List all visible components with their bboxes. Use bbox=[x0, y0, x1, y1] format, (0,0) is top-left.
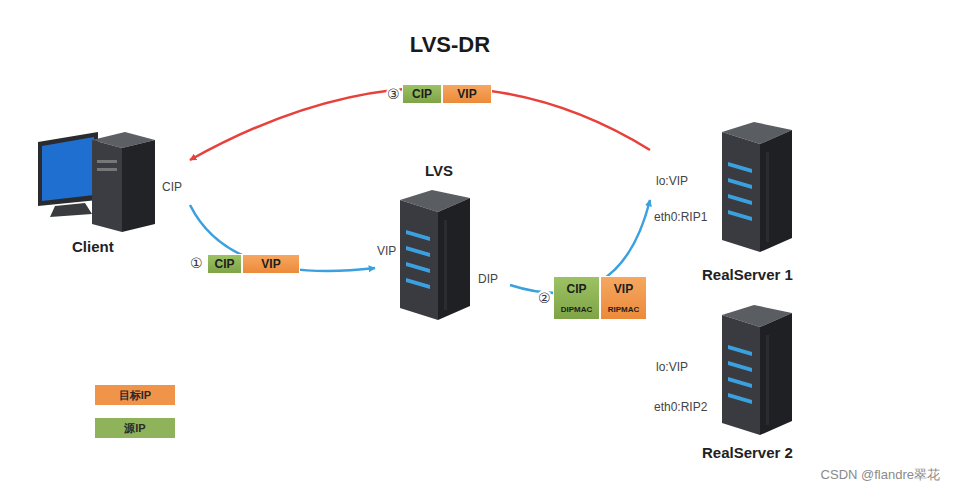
ip-text: VIP bbox=[261, 257, 280, 271]
real-server bbox=[722, 305, 792, 435]
host-name: RealServer 2 bbox=[702, 444, 793, 461]
diagram-title: LVS-DR bbox=[410, 32, 490, 58]
real-server-node: lo:VIP eth0:RIP1RealServer 1 bbox=[650, 118, 825, 290]
source-ip-cell: CIP DIPMAC bbox=[553, 276, 600, 320]
host-name: RealServer 1 bbox=[702, 266, 793, 283]
legend-text: 源IP bbox=[124, 421, 145, 436]
callout-number: ③ bbox=[386, 86, 401, 102]
dest-ip-cell: VIP RIPMAC bbox=[600, 276, 647, 320]
mac-text: RIPMAC bbox=[608, 305, 640, 314]
ip-text: VIP bbox=[614, 282, 633, 296]
ip-text: CIP bbox=[214, 257, 234, 271]
lvs-node: LVS VIP DIP bbox=[375, 160, 510, 325]
dest-ip-cell: VIP bbox=[442, 84, 492, 104]
ip-text: CIP bbox=[566, 282, 586, 296]
real-server bbox=[722, 122, 792, 252]
ip-label: VIP bbox=[377, 244, 396, 258]
source-ip-cell: CIP bbox=[207, 254, 242, 274]
real-server-node: lo:VIP eth0:RIP2RealServer 2 bbox=[650, 300, 825, 465]
legend-swatch: 源IP bbox=[95, 418, 175, 438]
legend-swatch: 目标IP bbox=[95, 385, 175, 405]
mac-text: DIPMAC bbox=[561, 305, 593, 314]
callout-number: ② bbox=[537, 290, 552, 306]
flow-arrow bbox=[190, 87, 650, 160]
host-name: LVS bbox=[425, 162, 453, 179]
callout-number: ① bbox=[189, 255, 204, 271]
legend-text: 目标IP bbox=[119, 388, 151, 403]
ip-label: DIP bbox=[478, 272, 498, 286]
ip-label: lo:VIP bbox=[656, 360, 688, 374]
watermark: CSDN @flandre翠花 bbox=[821, 466, 940, 484]
ip-label: lo:VIP bbox=[656, 174, 688, 188]
lvs-server bbox=[400, 190, 470, 320]
host-name: Client bbox=[72, 238, 114, 255]
source-ip-cell: CIP bbox=[402, 84, 442, 104]
ip-label: eth0:RIP1 bbox=[654, 210, 707, 224]
ip-label: CIP bbox=[162, 180, 182, 194]
client-computer bbox=[38, 132, 155, 232]
ip-label: eth0:RIP2 bbox=[654, 400, 707, 414]
ip-text: CIP bbox=[412, 87, 432, 101]
ip-text: VIP bbox=[457, 87, 476, 101]
dest-ip-cell: VIP bbox=[242, 254, 300, 274]
client-node: CIP Client bbox=[30, 130, 190, 260]
